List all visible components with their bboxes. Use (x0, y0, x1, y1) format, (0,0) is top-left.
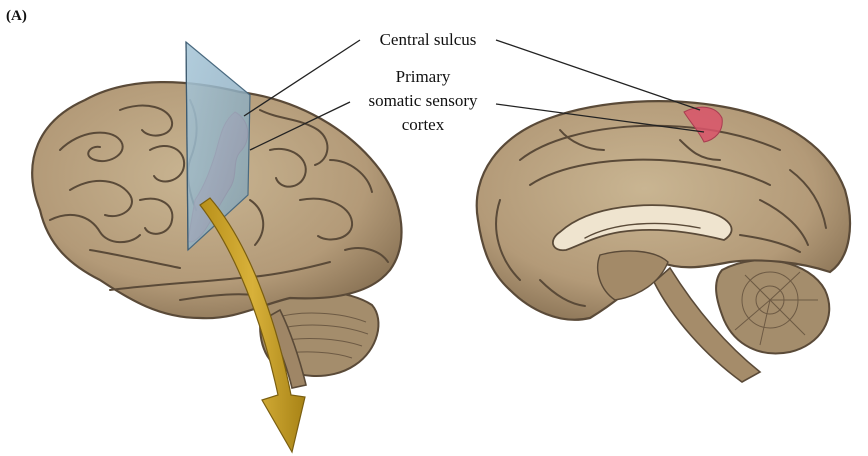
leader-central-sulcus-lateral (244, 40, 360, 116)
label-primary-cortex-line3: cortex (402, 115, 445, 134)
leader-central-sulcus-medial (496, 40, 700, 110)
label-primary-cortex-line1: Primary (396, 67, 451, 86)
panel-label: (A) (6, 8, 27, 24)
cerebellum-medial (716, 260, 829, 353)
medial-brain-view (477, 101, 850, 382)
label-central-sulcus: Central sulcus (380, 30, 477, 49)
label-primary-cortex-line2: somatic sensory (368, 91, 478, 110)
